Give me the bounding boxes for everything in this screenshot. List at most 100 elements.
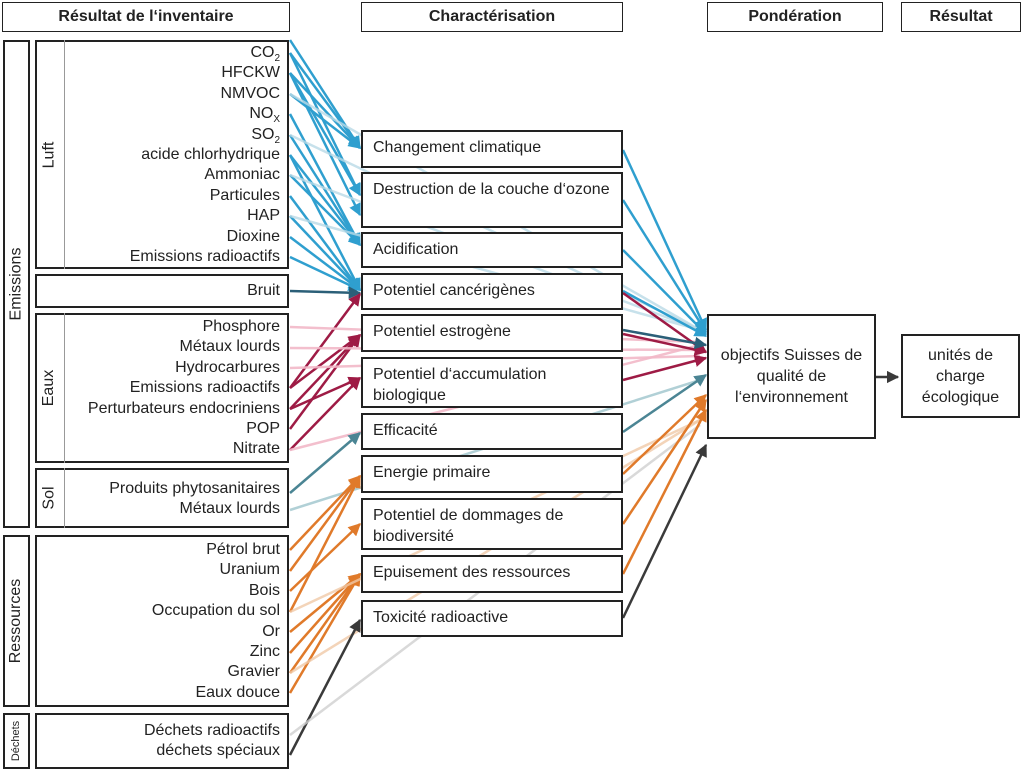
category-climate: Changement climatique: [361, 130, 623, 168]
category-energie: Energie primaire: [361, 455, 623, 493]
air-arrow: [288, 52, 362, 197]
sol-label: Sol: [40, 486, 58, 510]
eaux-item: Hydrocarbures: [175, 358, 280, 376]
ressources-item: Bois: [248, 581, 280, 599]
ressources-item: Eaux douce: [195, 683, 280, 701]
eaux-item: Nitrate: [232, 440, 280, 458]
water-arrow: [288, 292, 362, 389]
luft-item: HFCKW: [221, 64, 280, 82]
water-arrow: [288, 333, 362, 430]
dechets-item: Déchets radioactifs: [143, 722, 280, 739]
eaux-item: Emissions radioactifs: [129, 379, 280, 397]
sol-divider: [64, 468, 65, 528]
luft-item: Emissions radioactifs: [129, 248, 280, 265]
category-arrow: [621, 199, 708, 334]
category-acidification: Acidification: [361, 232, 623, 268]
air-arrow: [288, 52, 362, 150]
resource-arrow: [289, 523, 361, 592]
dechets-group: [3, 713, 30, 769]
ressources-item: Or: [262, 622, 280, 640]
water-arrow: [289, 334, 361, 389]
category-arrow: [622, 249, 707, 335]
category-arrow: [622, 328, 708, 350]
noise-arrow: [289, 286, 362, 299]
air-arrow: [288, 195, 362, 292]
ressources-item: Occupation du sol: [151, 602, 280, 620]
air-arrow: [288, 134, 362, 247]
sol-item: Produits phytosanitaires: [109, 480, 280, 497]
header-characterisation-label: Charactérisation: [428, 8, 556, 25]
sol-item: Métaux lourds: [179, 500, 281, 518]
resource-arrow: [289, 573, 361, 654]
luft-group: [35, 40, 289, 269]
category-toxicite: Toxicité radioactive: [361, 600, 623, 637]
luft-item: Particules: [209, 186, 280, 204]
soil-arrow: [289, 432, 361, 494]
header-inventory-label: Résultat de l‘inventaire: [58, 8, 234, 25]
category-arrow: [621, 443, 708, 619]
header-weighting-label: Pondération: [748, 8, 842, 25]
category-arrow: [622, 394, 707, 475]
air-arrow: [288, 72, 362, 197]
luft-item: NOX: [249, 105, 280, 126]
category-biodiversite: Potentiel de dommages de biodiversité: [361, 498, 623, 550]
dechets-label: Déchets: [10, 720, 23, 762]
luft-item: acide chlorhydrique: [141, 146, 280, 163]
luft-item: Dioxine: [226, 227, 280, 245]
weighting-box: objectifs Suisses de qualité de l‘enviro…: [707, 314, 876, 439]
category-bioaccumulation: Potentiel d‘accumulation biologique: [361, 357, 623, 408]
air-arrow: [289, 154, 361, 246]
water-arrow: [289, 377, 361, 451]
luft-divider: [64, 40, 65, 269]
eaux-item: Perturbateurs endocriniens: [87, 399, 280, 417]
air-arrow: [289, 215, 361, 291]
eaux-item: Métaux lourds: [179, 338, 281, 356]
eaux-divider: [64, 313, 65, 463]
air-arrow: [288, 154, 362, 292]
emissions-label: Emissions: [7, 247, 25, 321]
dechets-items-box: [35, 713, 289, 769]
category-arrow: [622, 332, 708, 356]
eaux-group: [35, 313, 289, 463]
category-arrow: [622, 373, 708, 434]
eaux-item: Phosphore: [202, 318, 280, 335]
luft-item: Ammoniac: [204, 166, 280, 184]
category-estrogen: Potentiel estrogène: [361, 314, 623, 352]
header-result-label: Résultat: [929, 8, 993, 25]
resource-arrow: [288, 572, 362, 674]
eaux-item: POP: [246, 420, 280, 437]
category-arrow: [622, 354, 708, 382]
resource-arrow: [289, 475, 361, 551]
resource-arrow: [288, 474, 362, 613]
waste-arrow: [288, 618, 362, 756]
resource-arrow: [288, 572, 362, 694]
luft-item: SO2: [251, 125, 280, 146]
air-arrow: [288, 72, 362, 217]
emissions-group: [3, 40, 30, 528]
ressources-label: Ressources: [7, 578, 25, 664]
luft-label: Luft: [40, 141, 58, 168]
header-inventory: Résultat de l‘inventaire: [2, 2, 290, 32]
luft-item: HAP: [247, 207, 280, 225]
ressources-items-box: [35, 535, 289, 707]
bruit-item: Bruit: [247, 282, 280, 299]
air-arrow: [289, 72, 361, 149]
category-arrow: [621, 398, 708, 525]
air-arrow: [288, 113, 362, 247]
air-arrow: [288, 39, 362, 150]
sol-group: [35, 468, 289, 528]
category-ozone: Destruction de la couche d‘ozone: [361, 172, 623, 228]
resource-arrow: [288, 474, 362, 572]
water-arrow: [289, 376, 362, 411]
ressources-item: Gravier: [227, 663, 280, 681]
category-arrow: [622, 289, 708, 338]
header-result: Résultat: [901, 2, 1021, 32]
ressources-item: Uranium: [219, 561, 280, 579]
air-arrow: [289, 255, 362, 292]
bruit-group: [35, 274, 289, 308]
